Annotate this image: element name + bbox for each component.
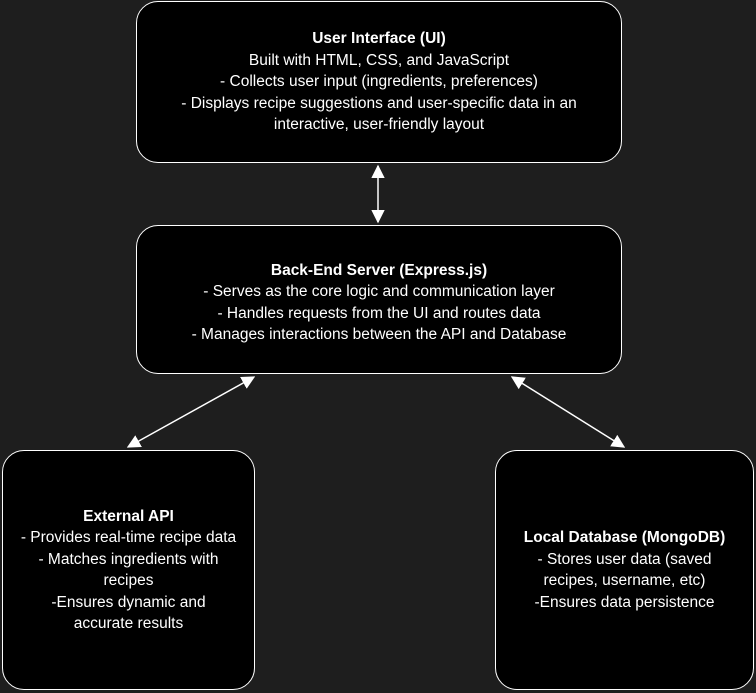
node-text-line: - Displays recipe suggestions and user-s… — [181, 94, 577, 112]
node-title: User Interface (UI) — [312, 30, 446, 48]
node-text-line: - Matches ingredients with — [38, 550, 219, 568]
node-text-line: -Ensures data persistence — [534, 593, 715, 611]
user-interface-node: User Interface (UI) Built with HTML, CSS… — [136, 1, 622, 163]
local-database-node: Local Database (MongoDB) - Stores user d… — [495, 450, 754, 690]
node-text-line: recipes — [103, 572, 154, 589]
node-title: External API — [83, 507, 174, 525]
node-text-line: Built with HTML, CSS, and JavaScript — [248, 51, 510, 69]
connector-server-db — [510, 376, 626, 448]
node-text-line: - Stores user data (saved — [537, 550, 712, 568]
node-text-line: recipes, username, etc) — [543, 572, 706, 589]
node-text-line: - Provides real-time recipe data — [20, 529, 237, 546]
external-api-node: External API - Provides real-time recipe… — [2, 450, 255, 690]
node-text-line: interactive, user-friendly layout — [273, 116, 485, 134]
node-text-line: - Collects user input (ingredients, pref… — [220, 73, 538, 91]
node-title: Local Database (MongoDB) — [523, 529, 726, 546]
back-end-server-node: Back-End Server (Express.js) - Serves as… — [136, 225, 622, 374]
node-text-line: - Handles requests from the UI and route… — [217, 304, 541, 322]
node-text-line: accurate results — [73, 615, 184, 632]
node-title: Back-End Server (Express.js) — [270, 261, 488, 279]
connector-server-api — [126, 376, 256, 448]
node-text-line: - Serves as the core logic and communica… — [203, 283, 555, 300]
node-text-line: -Ensures dynamic and — [51, 593, 206, 611]
node-text-line: - Manages interactions between the API a… — [191, 326, 567, 343]
